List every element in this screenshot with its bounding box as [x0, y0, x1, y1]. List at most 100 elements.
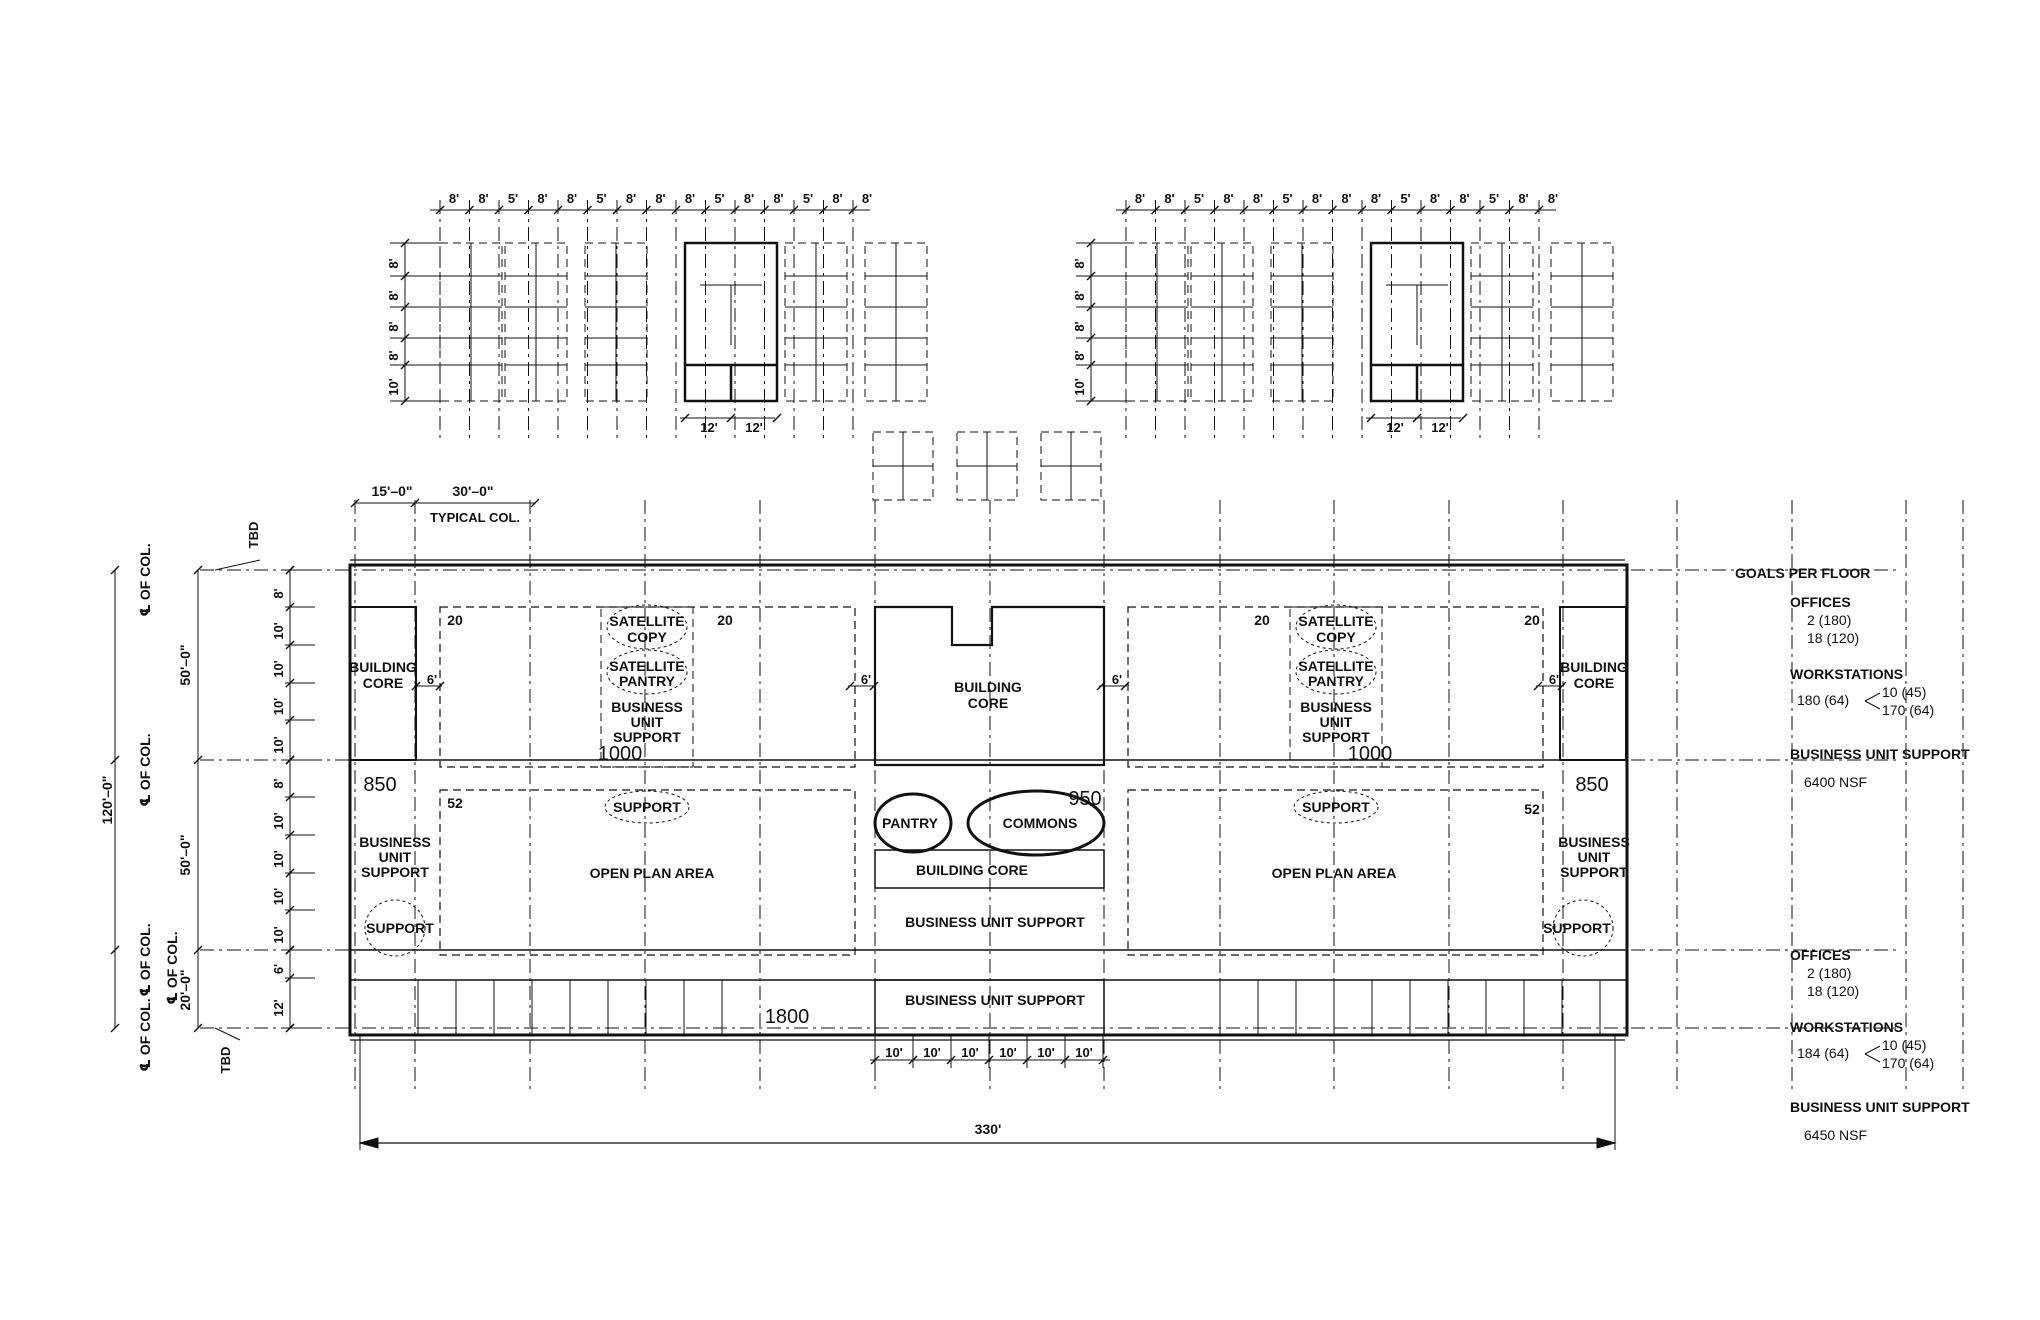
- dimension-tick: [285, 715, 295, 725]
- building-core-label: CORE: [1574, 675, 1614, 691]
- open-plan-zone-right: [1127, 789, 1544, 956]
- dimension-tick: [110, 565, 120, 575]
- dimension-label: 8': [655, 191, 665, 206]
- business-unit-support-label: BUSINESS: [359, 834, 431, 850]
- satellite-pantry-label: SATELLITE: [1298, 658, 1373, 674]
- dimension-tick: [285, 640, 295, 650]
- dimension-tick: [908, 1055, 918, 1065]
- dimension-label: 10': [923, 1045, 941, 1060]
- dimension-label: 8': [449, 191, 459, 206]
- support-label: SUPPORT: [1543, 920, 1611, 936]
- dimension-label: 8': [1072, 321, 1087, 331]
- satellite-copy-label: SATELLITE: [609, 613, 684, 629]
- dimension-tick: [285, 830, 295, 840]
- dimension-tick: [1086, 360, 1096, 370]
- dimension-label: 6': [861, 672, 871, 687]
- dimension-tick: [193, 565, 203, 575]
- dimension-label: TYPICAL COL.: [430, 510, 520, 525]
- dimension-label: 12': [700, 420, 718, 435]
- offices-value: 18 (120): [1807, 983, 1859, 999]
- dimension-label: 10': [271, 926, 286, 944]
- dimension-label: 8': [685, 191, 695, 206]
- workstations-label: WORKSTATIONS: [1790, 1019, 1903, 1035]
- open-plan-zone-left: [439, 789, 856, 956]
- offices-value: 2 (180): [1807, 612, 1851, 628]
- satellite-pantry-label: PANTRY: [619, 673, 676, 689]
- area-count: 1000: [598, 743, 643, 765]
- dimension-label: 10': [271, 660, 286, 678]
- dimension-tick: [400, 333, 410, 343]
- dimension-label: 8': [478, 191, 488, 206]
- dimension-tick: [285, 973, 295, 983]
- dimension-label: 8': [1164, 191, 1174, 206]
- dimension-arrow: [358, 1137, 379, 1149]
- business-unit-support-label: BUSINESS: [1558, 834, 1630, 850]
- support-area: [364, 899, 426, 957]
- dimension-tick: [435, 681, 445, 691]
- dimension-tick: [285, 678, 295, 688]
- dimension-label: 5': [508, 191, 518, 206]
- support-area: [1293, 790, 1379, 824]
- dimension-label: 15'–0": [371, 483, 412, 499]
- dimension-tick: [845, 681, 855, 691]
- workstations-breakdown: 170 (64): [1882, 1055, 1934, 1071]
- support-zone: [600, 606, 694, 768]
- area-count: 1800: [765, 1006, 810, 1028]
- building-core-left: [349, 606, 417, 761]
- dimension-label: 8': [1371, 191, 1381, 206]
- dimension-label: 8': [537, 191, 547, 206]
- dimension-label: 8': [626, 191, 636, 206]
- offices-label: OFFICES: [1790, 594, 1851, 610]
- business-unit-support-label: UNIT: [1320, 714, 1353, 730]
- satellite-copy-area: [606, 604, 688, 650]
- dimension-label: 50'–0": [177, 834, 193, 875]
- dimension-tick: [946, 1055, 956, 1065]
- dimension-tick: [400, 396, 410, 406]
- dimension-tick: [1060, 1055, 1070, 1065]
- dimension-label: 10': [885, 1045, 903, 1060]
- dimension-tick: [1533, 681, 1543, 691]
- building-core-right: [1559, 606, 1627, 761]
- dimension-tick: [400, 238, 410, 248]
- dimension-label: 5': [1489, 191, 1499, 206]
- dimension-label: 8': [386, 350, 401, 360]
- dimension-tick: [110, 755, 120, 765]
- dimension-label: 10': [961, 1045, 979, 1060]
- workstation-count: 52: [1524, 801, 1540, 817]
- dimension-label: 12': [1431, 420, 1449, 435]
- dimension-tick: [110, 1023, 120, 1033]
- business-unit-support-heading: BUSINESS UNIT SUPPORT: [1790, 746, 1970, 762]
- dimension-label: 8': [1223, 191, 1233, 206]
- offices-value: 2 (180): [1807, 965, 1851, 981]
- dimension-tick: [1098, 1055, 1108, 1065]
- dimension-label: 6': [427, 672, 437, 687]
- dimension-label: 5': [714, 191, 724, 206]
- workstations-breakdown: 10 (45): [1882, 684, 1926, 700]
- dimension-label: 5': [1194, 191, 1204, 206]
- dimension-tick: [1096, 681, 1106, 691]
- tbd-label: TBD: [218, 1047, 233, 1074]
- dimension-label: 10': [271, 622, 286, 640]
- dimension-tick: [285, 945, 295, 955]
- dimension-label: 8': [1072, 258, 1087, 268]
- commons-label: COMMONS: [1003, 815, 1078, 831]
- dimension-tick: [1086, 271, 1096, 281]
- dimension-tick: [193, 1023, 203, 1033]
- workstation-breakdown-leader: [1864, 692, 1881, 702]
- dimension-label: 8': [567, 191, 577, 206]
- dimension-tick: [285, 905, 295, 915]
- business-unit-support-label: BUSINESS UNIT SUPPORT: [905, 914, 1085, 930]
- dimension-label: 10': [1072, 378, 1087, 396]
- dimension-tick: [285, 792, 295, 802]
- dimension-label: 8': [1548, 191, 1558, 206]
- dimension-label: 8': [1459, 191, 1469, 206]
- offices-label: OFFICES: [1790, 947, 1851, 963]
- office-count: 20: [447, 612, 463, 628]
- dimension-tick: [1557, 681, 1567, 691]
- dimension-label: 8': [271, 778, 286, 788]
- column-centerline-label: ℄ OF COL.: [137, 543, 153, 616]
- column-centerline-label: ℄ OF COL.: [164, 931, 180, 1004]
- dimension-tick: [410, 498, 420, 508]
- building-core-label: BUILDING: [954, 679, 1022, 695]
- building-core-label: CORE: [363, 675, 403, 691]
